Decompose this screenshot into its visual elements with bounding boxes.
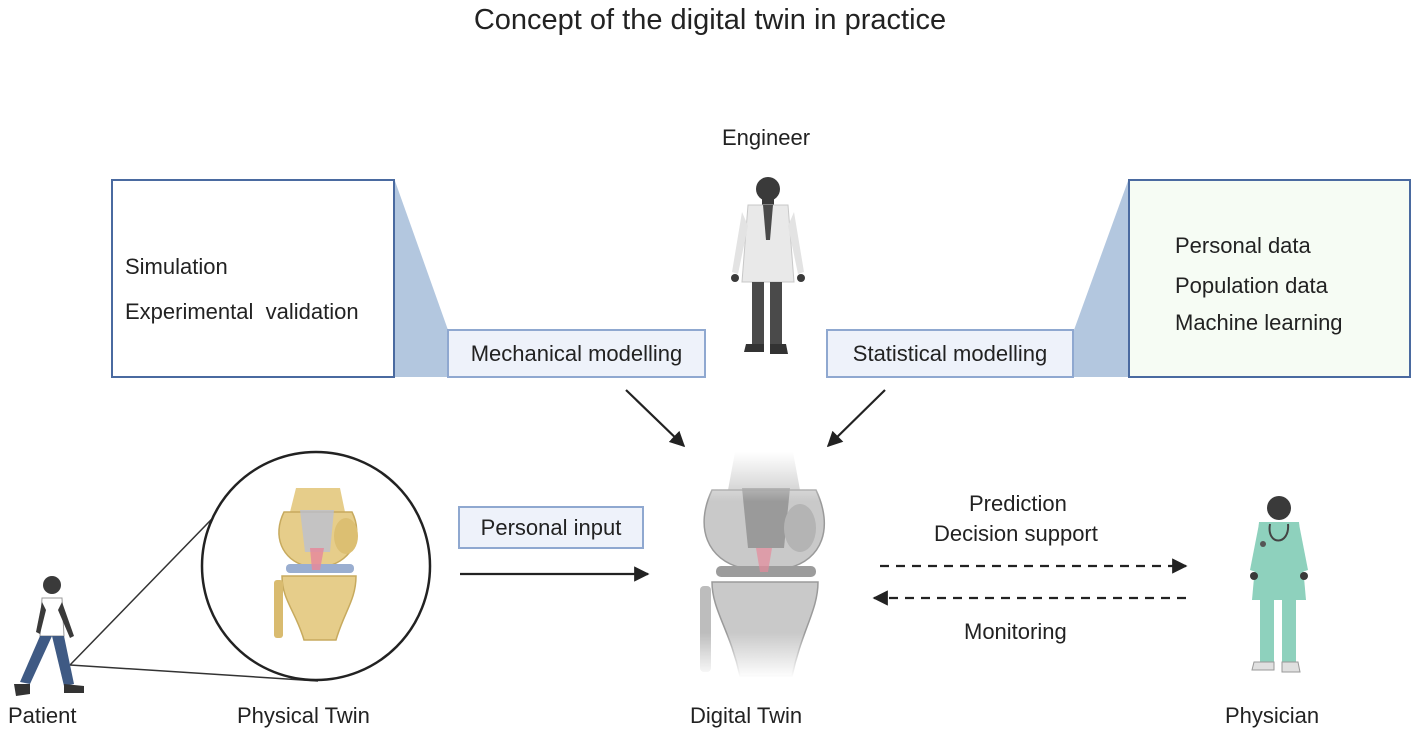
statistical-item-machine-learning: Machine learning <box>1175 310 1343 335</box>
mechanical-details-box <box>111 179 395 378</box>
monitoring-label: Monitoring <box>964 619 1067 644</box>
personal-input-tag: Personal input <box>458 506 644 549</box>
statistical-modelling-tag: Statistical modelling <box>826 329 1074 378</box>
patient-label: Patient <box>8 703 77 728</box>
physician-label: Physician <box>1225 703 1320 728</box>
engineer-figure <box>731 177 805 354</box>
digital-twin-label: Digital Twin <box>690 703 803 728</box>
prediction-label: Prediction <box>969 491 1067 516</box>
callout-wedge-right <box>1074 181 1128 377</box>
physician-figure <box>1250 496 1308 673</box>
physical-knee-illustration <box>200 450 432 682</box>
callout-wedge-left <box>395 181 448 377</box>
decision-support-label: Decision support <box>934 521 1098 546</box>
patient-figure <box>14 576 84 696</box>
arrow-mechanical-to-digital-twin <box>625 389 686 448</box>
physical-twin-label: Physical Twin <box>237 703 370 728</box>
mechanical-modelling-tag: Mechanical modelling <box>447 329 706 378</box>
statistical-item-personal-data: Personal data <box>1175 233 1311 258</box>
statistical-details-box <box>1128 179 1411 378</box>
statistical-item-population-data: Population data <box>1175 273 1328 298</box>
mechanical-item-validation: Experimental validation <box>125 299 359 324</box>
arrow-statistical-to-digital-twin <box>826 389 886 448</box>
diagram-title: Concept of the digital twin in practice <box>473 4 947 36</box>
mechanical-item-simulation: Simulation <box>125 254 228 279</box>
digital-twin-knee-illustration <box>690 452 840 678</box>
engineer-label: Engineer <box>722 125 811 150</box>
zoom-line-lower <box>69 664 319 682</box>
